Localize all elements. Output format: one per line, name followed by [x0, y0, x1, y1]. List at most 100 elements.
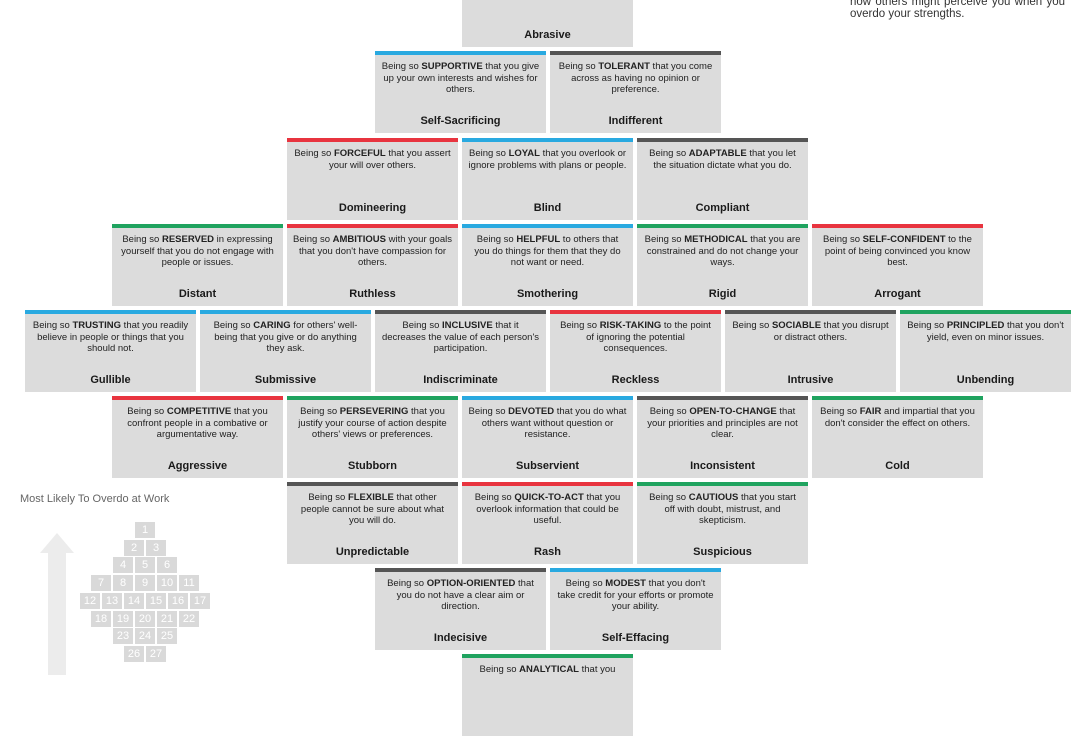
- card-gullible: Being so TRUSTING that you readily belie…: [25, 310, 196, 392]
- card-label: Abrasive: [524, 29, 571, 41]
- pyramid-cell: 17: [190, 592, 210, 609]
- pyramid-cell: 25: [157, 628, 177, 645]
- card-unbending: Being so PRINCIPLED that you don't yield…: [900, 310, 1071, 392]
- pyramid-cell: 10: [157, 575, 177, 592]
- strength-keyword: ANALYTICAL: [519, 664, 579, 675]
- pyramid-cell: 15: [146, 592, 166, 609]
- card-smothering: Being so HELPFUL to others that you do t…: [462, 224, 633, 306]
- strength-keyword: ADAPTABLE: [688, 148, 747, 159]
- pyramid-cell: 11: [179, 575, 199, 592]
- card-description: Being so INCLUSIVE that it decreases the…: [381, 320, 540, 354]
- card-description: Being so PRINCIPLED that you don't yield…: [907, 320, 1064, 343]
- card-description: Being so SELF-CONFIDENT to the point of …: [823, 234, 972, 268]
- card-label: Compliant: [695, 202, 750, 214]
- pyramid-cell: 21: [157, 610, 177, 627]
- card-description: Being so HELPFUL to others that you do t…: [474, 234, 621, 268]
- card-description: Being so CARING for others' well-being t…: [213, 320, 358, 354]
- card-suspicious: Being so CAUTIOUS that you start off wit…: [637, 482, 808, 564]
- strength-keyword: QUICK-TO-ACT: [514, 492, 584, 503]
- card-arrogant: Being so SELF-CONFIDENT to the point of …: [812, 224, 983, 306]
- card-label: Aggressive: [167, 460, 228, 472]
- card-description: Being so OPTION-ORIENTED that you do not…: [387, 578, 534, 612]
- card-ruthless: Being so AMBITIOUS with your goals that …: [287, 224, 458, 306]
- card-description: Being so SOCIABLE that you disrupt or di…: [732, 320, 889, 343]
- card-label: Self-Sacrificing: [420, 115, 501, 127]
- pyramid-cell: 4: [113, 557, 133, 574]
- card-label: Inconsistent: [690, 460, 755, 472]
- strength-keyword: OPEN-TO-CHANGE: [689, 406, 777, 417]
- card-domineering: Being so FORCEFUL that you assert your w…: [287, 138, 458, 220]
- card-description: Being so ADAPTABLE that you let the situ…: [649, 148, 796, 171]
- strength-keyword: INCLUSIVE: [442, 320, 493, 331]
- up-arrow-icon: [40, 533, 74, 553]
- card-label: Rash: [534, 546, 561, 558]
- pyramid-cell: 20: [135, 610, 155, 627]
- strength-keyword: TRUSTING: [72, 320, 122, 331]
- card-description: Being so RESERVED in expressing yourself…: [121, 234, 274, 268]
- card-description: Being so METHODICAL that you are constra…: [644, 234, 801, 268]
- card-description: Being so RISK-TAKING to the point of ign…: [560, 320, 711, 354]
- card-label: Rigid: [708, 288, 737, 300]
- card-label: Submissive: [254, 374, 317, 386]
- pyramid-cell: 26: [124, 645, 144, 662]
- strength-keyword: RESERVED: [161, 234, 215, 245]
- card-inconsistent: Being so OPEN-TO-CHANGE that your priori…: [637, 396, 808, 478]
- card-description: Being so FLEXIBLE that other people cann…: [300, 492, 445, 526]
- pyramid-cell: 18: [91, 610, 111, 627]
- legend-title: Most Likely To Overdo at Work: [20, 493, 170, 505]
- strength-keyword: DEVOTED: [508, 406, 555, 417]
- pyramid-cell: 5: [135, 557, 155, 574]
- pyramid-cell: 9: [135, 575, 155, 592]
- pyramid-cell: 2: [124, 539, 144, 556]
- card-rigid: Being so METHODICAL that you are constra…: [637, 224, 808, 306]
- strength-keyword: LOYAL: [508, 148, 540, 159]
- card-label: Subservient: [516, 460, 579, 472]
- card-description: Being so AMBITIOUS with your goals that …: [293, 234, 452, 268]
- card-reckless: Being so RISK-TAKING to the point of ign…: [550, 310, 721, 392]
- card-description: Being so PERSEVERING that you justify yo…: [298, 406, 447, 440]
- card-unpredictable: Being so FLEXIBLE that other people cann…: [287, 482, 458, 564]
- strength-keyword: HELPFUL: [516, 234, 561, 245]
- card-label: Domineering: [338, 202, 407, 214]
- card-self-effacing: Being so MODEST that you don't take cred…: [550, 568, 721, 650]
- card-label: Unbending: [956, 374, 1015, 386]
- card-description: Being so FAIR and impartial that you don…: [820, 406, 975, 429]
- card-description: Being so TOLERANT that you come across a…: [558, 61, 713, 95]
- card-stubborn: Being so PERSEVERING that you justify yo…: [287, 396, 458, 478]
- card-label: Intrusive: [787, 374, 834, 386]
- card-indecisive: Being so OPTION-ORIENTED that you do not…: [375, 568, 546, 650]
- card-blind: Being so LOYAL that you overlook or igno…: [462, 138, 633, 220]
- strength-keyword: SELF-CONFIDENT: [862, 234, 946, 245]
- card-submissive: Being so CARING for others' well-being t…: [200, 310, 371, 392]
- card-description: Being so COMPETITIVE that you confront p…: [127, 406, 268, 440]
- strength-keyword: COMPETITIVE: [166, 406, 232, 417]
- card-label: Stubborn: [348, 460, 397, 472]
- strength-keyword: OPTION-ORIENTED: [426, 578, 516, 589]
- pyramid-cell: 23: [113, 628, 133, 645]
- card-label: Smothering: [516, 288, 579, 300]
- card-intrusive: Being so SOCIABLE that you disrupt or di…: [725, 310, 896, 392]
- card-label: Distant: [178, 288, 217, 300]
- card-label: Unpredictable: [335, 546, 410, 558]
- strength-keyword: SOCIABLE: [771, 320, 822, 331]
- card-label: Suspicious: [693, 546, 752, 558]
- pyramid-cell: 19: [113, 610, 133, 627]
- strength-keyword: CARING: [253, 320, 291, 331]
- strength-keyword: PRINCIPLED: [946, 320, 1005, 331]
- card-description: Being so DEVOTED that you do what others…: [468, 406, 627, 440]
- strength-keyword: PERSEVERING: [339, 406, 409, 417]
- card-distant: Being so RESERVED in expressing yourself…: [112, 224, 283, 306]
- card-indiscriminate: Being so INCLUSIVE that it decreases the…: [375, 310, 546, 392]
- card-label: Arrogant: [874, 288, 921, 300]
- card-label: Cold: [885, 460, 910, 472]
- card-label: Indiscriminate: [423, 374, 498, 386]
- card-cold: Being so FAIR and impartial that you don…: [812, 396, 983, 478]
- arrow-shaft: [48, 552, 66, 675]
- strength-keyword: FLEXIBLE: [347, 492, 394, 503]
- strength-keyword: CAUTIOUS: [688, 492, 739, 503]
- strength-keyword: FAIR: [859, 406, 882, 417]
- pyramid-cell: 27: [146, 645, 166, 662]
- card-label: Ruthless: [349, 288, 396, 300]
- card-label: Reckless: [611, 374, 660, 386]
- pyramid-cell: 6: [157, 557, 177, 574]
